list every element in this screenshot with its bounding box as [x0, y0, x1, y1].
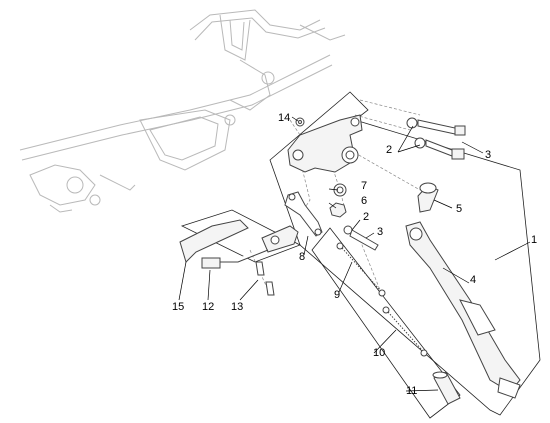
- screw-14: [295, 117, 305, 127]
- leader-lines: [178, 116, 531, 392]
- callout-15: 15: [172, 301, 184, 313]
- callout-2-mid: 2: [363, 211, 369, 223]
- side-stand-4: [405, 221, 521, 399]
- callout-9: 9: [334, 289, 340, 301]
- callout-14: 14: [278, 112, 290, 124]
- pin-5: [417, 182, 439, 213]
- callout-12: 12: [202, 301, 214, 313]
- callout-10: 10: [373, 347, 385, 359]
- callout-1: 1: [531, 234, 537, 246]
- washer-nut-6-7: [329, 183, 347, 218]
- callout-7: 7: [361, 180, 367, 192]
- sleeve-11: [432, 371, 461, 405]
- callout-3-mid: 3: [377, 226, 383, 238]
- callout-11: 11: [406, 385, 417, 397]
- frame-ghost: [19, 9, 346, 213]
- callout-2-top: 2: [386, 144, 392, 156]
- switch-12-13: [201, 225, 299, 296]
- callout-3-top: 3: [485, 149, 491, 161]
- callout-8: 8: [299, 251, 305, 263]
- bolts-2-3-top: [406, 117, 466, 160]
- bracket-part: [287, 114, 363, 173]
- callout-labels: 1 2 3 4 5 6 7 2 3 8 9 10 11 12 13 14 15: [172, 112, 537, 397]
- group-boxes: [180, 91, 541, 419]
- callout-6: 6: [361, 195, 367, 207]
- sensor-lever-8: [284, 191, 323, 237]
- spring-9: [336, 242, 386, 297]
- bolt-2-3-mid: [343, 225, 379, 251]
- callout-4: 4: [470, 274, 476, 286]
- callout-13: 13: [231, 301, 243, 313]
- cover-15: [179, 219, 249, 263]
- callout-5: 5: [456, 203, 462, 215]
- spring-10: [382, 306, 428, 357]
